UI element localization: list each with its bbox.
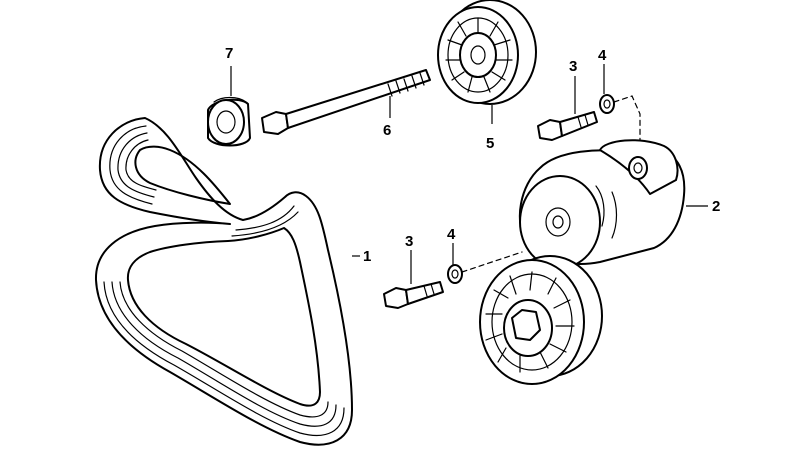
callout-tensioner: 2	[712, 198, 720, 215]
callout-lower-washer: 4	[447, 226, 456, 243]
callout-belt: 1	[363, 248, 371, 265]
callout-idler-pulley: 5	[486, 135, 494, 152]
callout-upper-bolt: 3	[569, 58, 577, 75]
callout-cap: 7	[225, 45, 233, 62]
upper-bolt	[537, 111, 598, 141]
callout-long-bolt: 6	[383, 122, 391, 139]
tensioner-body	[518, 139, 686, 269]
cap-part	[207, 96, 251, 147]
lower-bolt	[383, 281, 444, 309]
idler-pulley	[437, 0, 537, 105]
lower-dashed-line	[461, 251, 523, 273]
callout-upper-washer: 4	[598, 47, 607, 64]
lower-washer	[447, 264, 463, 284]
tensioner-pulley	[479, 255, 603, 385]
long-bolt	[261, 69, 431, 135]
callout-lower-bolt: 3	[405, 233, 413, 250]
upper-washer	[599, 94, 615, 114]
drive-belt	[94, 117, 353, 446]
